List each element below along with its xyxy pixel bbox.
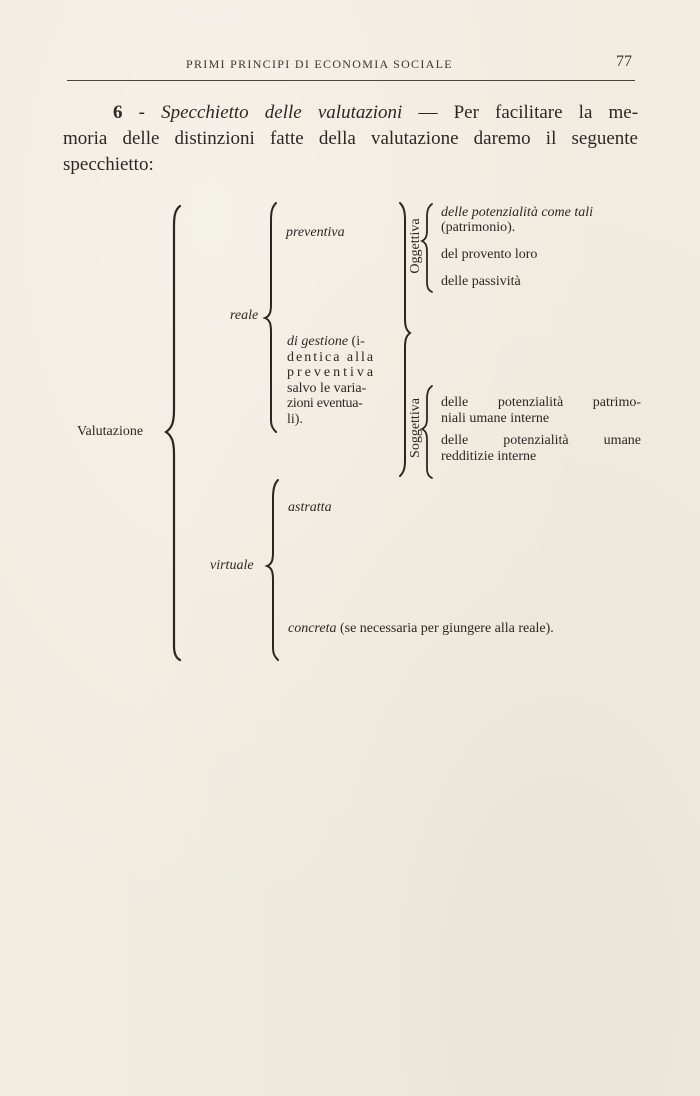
di-gestione-line4: salvo le varia-	[287, 380, 367, 396]
section-separator: -	[138, 102, 145, 123]
brace-valutazione	[164, 204, 182, 662]
section-title: Specchietto delle valutazioni	[161, 102, 403, 123]
paragraph-line-1: 6 - Specchietto delle valutazioni — Per …	[63, 100, 638, 126]
oggettiva-item-3: delle passività	[441, 274, 521, 289]
paragraph-line-3: specchietto:	[63, 154, 154, 175]
section-number: 6	[113, 102, 123, 123]
running-title: PRIMI PRINCIPI DI ECONOMIA SOCIALE	[186, 57, 453, 71]
brace-virtuale	[264, 479, 279, 661]
oggettiva-item-2: del provento loro	[441, 247, 538, 262]
oggettiva-item-1-line1: delle potenzialità come tali	[441, 205, 594, 220]
soggettiva-item-1: delle potenzialità patrimo- niali umane …	[441, 395, 641, 426]
label-reale: reale	[230, 308, 259, 323]
soggettiva-item-2-line1: delle potenzialità umane	[441, 433, 641, 448]
paragraph-text-1: Per facilitare la me-	[453, 102, 639, 123]
di-gestione-line1: (i-	[351, 334, 365, 349]
soggettiva-item-2: delle potenzialità umane redditizie inte…	[441, 433, 641, 464]
label-preventiva: preventiva	[286, 225, 345, 240]
page-number: 77	[616, 53, 632, 70]
brace-soggettiva	[419, 385, 433, 479]
di-gestione-block: di gestione (i- dentica alla preventiva …	[287, 334, 397, 427]
oggettiva-item-1-line2: (patrimonio).	[441, 220, 516, 235]
section-paragraph: 6 - Specchietto delle valutazioni — Per …	[63, 100, 638, 178]
label-virtuale: virtuale	[210, 558, 254, 573]
brace-oggettiva	[419, 203, 433, 293]
brace-reale	[262, 202, 277, 433]
title-dash: —	[418, 102, 438, 123]
label-astratta: astratta	[288, 500, 332, 515]
paragraph-line-2: moria delle distinzioni fatte della valu…	[63, 128, 638, 149]
concreta-note: (se necessaria per giungere alla reale).	[339, 621, 554, 636]
header-rule	[67, 80, 635, 81]
soggettiva-item-1-line1: delle potenzialità patrimo-	[441, 395, 641, 410]
brace-connector	[399, 202, 412, 477]
label-soggettiva: Soggettiva	[408, 398, 423, 458]
label-valutazione: Valutazione	[77, 424, 144, 439]
di-gestione-line6: li).	[287, 411, 303, 427]
soggettiva-item-1-line2: niali umane interne	[441, 410, 550, 426]
di-gestione-line3: preventiva	[287, 365, 377, 380]
oggettiva-item-1: delle potenzialità come tali (patrimonio…	[441, 205, 593, 235]
di-gestione-line5: zioni eventua-	[287, 396, 363, 411]
label-oggettiva: Oggettiva	[408, 218, 423, 274]
soggettiva-item-2-line2: redditizie interne	[441, 448, 537, 464]
concreta-line: concreta (se necessaria per giungere all…	[288, 620, 554, 637]
di-gestione-term: di gestione	[287, 334, 349, 349]
label-concreta: concreta	[288, 621, 337, 636]
di-gestione-line2: dentica alla	[287, 349, 376, 365]
